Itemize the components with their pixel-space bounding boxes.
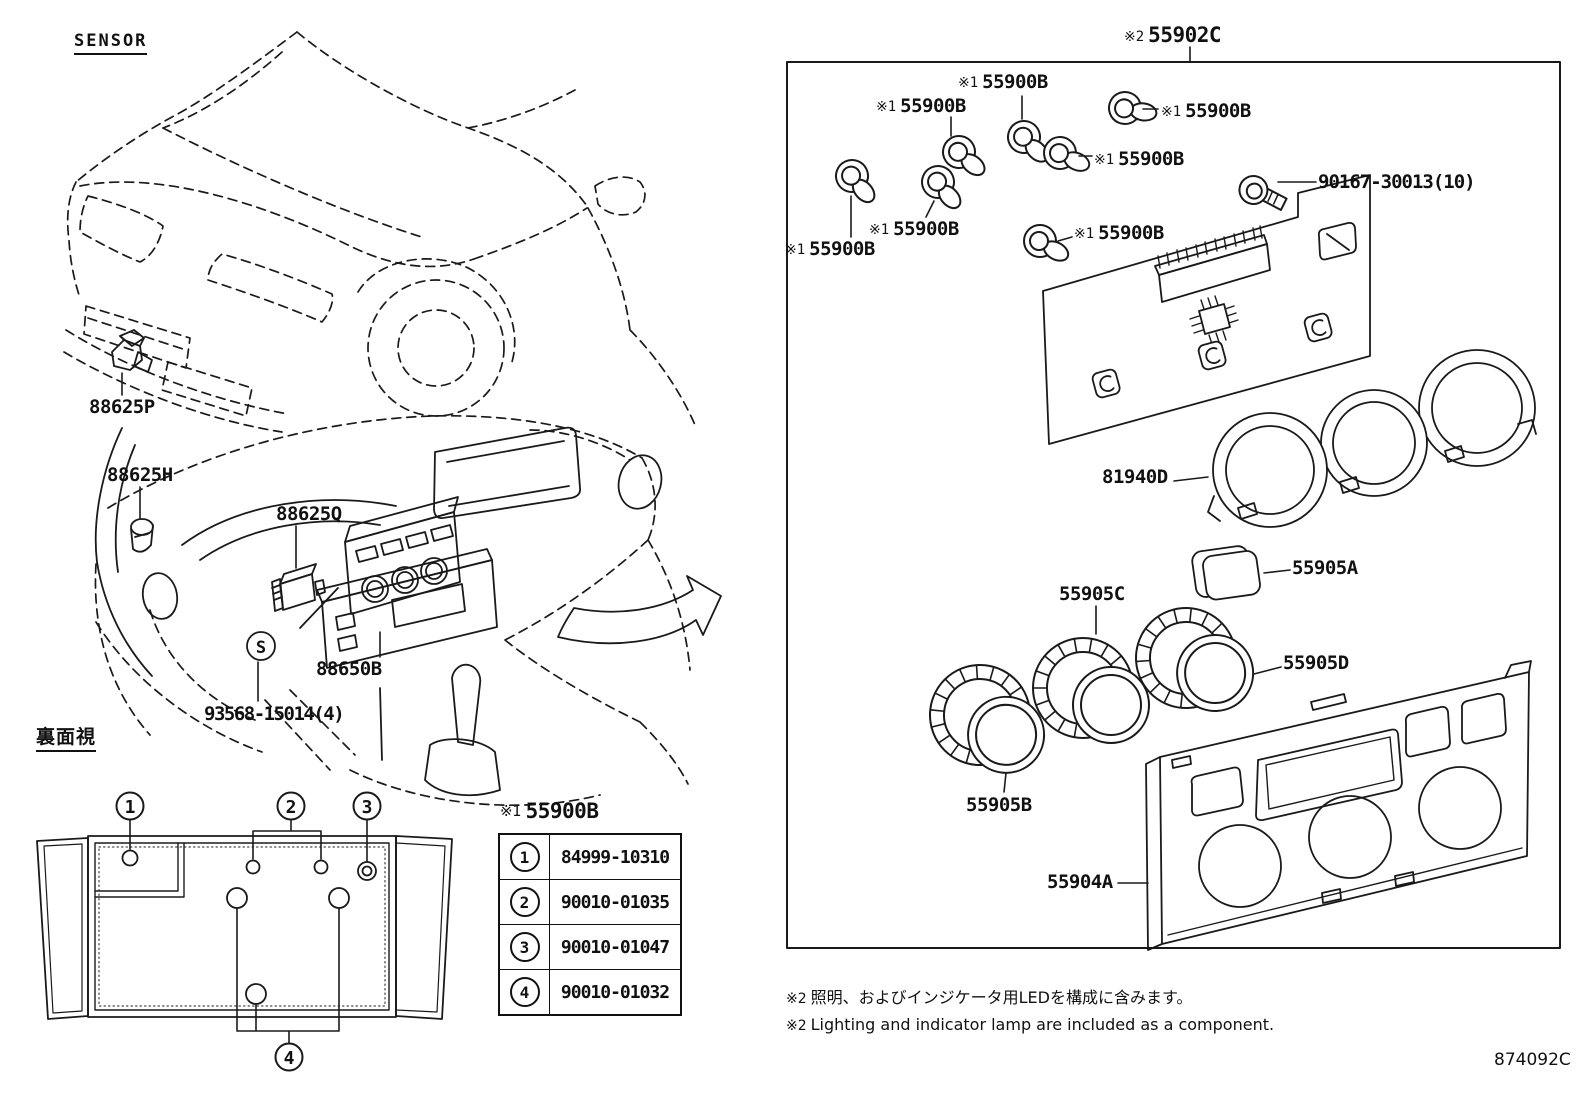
part-label-55905B: 55905B xyxy=(966,794,1032,816)
audio-unit-sketch xyxy=(299,548,498,669)
row-index: 4 xyxy=(509,977,540,1007)
rear-view-callouts: 1 2 3 4 xyxy=(115,791,382,1072)
lens-sketch xyxy=(1191,545,1261,601)
part-label-88650B: 88650B xyxy=(316,658,382,680)
cluster-bezel-sketch xyxy=(1207,349,1537,528)
sensor-88625P-icon xyxy=(111,329,153,373)
part-label-88625Q: 88625Q xyxy=(276,503,342,525)
bulb-part-table: 1 84999-10310 2 90010-01035 3 90010-0104… xyxy=(498,833,682,1016)
screw-callout-S xyxy=(246,631,276,661)
callout-1: 1 xyxy=(125,797,136,818)
leader-lines-left xyxy=(121,372,381,702)
part-number-cell: 84999-10310 xyxy=(560,846,670,868)
part-label-93568: 93568-15014(4) xyxy=(204,703,345,725)
assembly-frame xyxy=(786,61,1561,949)
screw-icon xyxy=(1236,173,1291,212)
leader-lines-assembly xyxy=(850,95,1317,884)
circuit-board-sketch xyxy=(1042,174,1371,445)
row-index: 1 xyxy=(509,842,540,872)
heater-control-sketch xyxy=(344,496,461,615)
bulb-icon xyxy=(913,160,975,216)
part-number-cell: 90010-01032 xyxy=(560,981,670,1003)
row-index: 3 xyxy=(509,932,540,962)
table-row: 1 84999-10310 xyxy=(500,835,680,879)
knob-sketch-left xyxy=(923,659,1052,778)
callout-3: 3 xyxy=(362,797,373,818)
part-label-55905C: 55905C xyxy=(1059,583,1125,605)
callout-4: 4 xyxy=(284,1048,295,1069)
direction-arrow-icon xyxy=(557,575,722,645)
rear-view-panel xyxy=(36,835,453,1020)
part-label-55904A: 55904A xyxy=(1047,871,1113,893)
table-row: 3 90010-01047 xyxy=(500,924,680,969)
bulb-icon xyxy=(1023,224,1073,266)
control-panel-sketch xyxy=(1145,660,1532,951)
section-title: SENSOR xyxy=(74,33,148,55)
part-label-88625P: 88625P xyxy=(89,396,155,418)
screw-symbol-letter: S xyxy=(256,638,266,658)
part-label-55905D: 55905D xyxy=(1283,652,1349,674)
part-label-81940D: 81940D xyxy=(1102,466,1168,488)
knob-sketch-right xyxy=(1131,602,1257,718)
rear-view-title: 裏面視 xyxy=(36,728,97,752)
part-label-55905A: 55905A xyxy=(1292,557,1358,579)
dashboard-sketch xyxy=(94,414,691,807)
diagram-code: 874092C xyxy=(1494,1050,1571,1070)
car-front-sketch xyxy=(63,31,696,433)
sensor-88625H-icon xyxy=(130,518,154,553)
knob-sketch-center xyxy=(1032,637,1150,744)
table-row: 4 90010-01032 xyxy=(500,969,680,1014)
part-number-cell: 90010-01035 xyxy=(560,891,670,913)
table-row: 2 90010-01035 xyxy=(500,879,680,924)
part-number-cell: 90010-01047 xyxy=(560,936,670,958)
connector-88625Q-icon xyxy=(271,563,326,612)
part-label-88625H: 88625H xyxy=(107,464,173,486)
callout-2: 2 xyxy=(286,797,297,818)
bulb-icon xyxy=(827,154,889,210)
row-index: 2 xyxy=(509,887,540,917)
rear-view-leaders xyxy=(129,819,368,1044)
ref-mark: ※1 xyxy=(500,802,521,820)
dashboard-solid-sketch xyxy=(94,426,663,797)
part-label-90167: 90167-30013(10) xyxy=(1318,171,1476,193)
